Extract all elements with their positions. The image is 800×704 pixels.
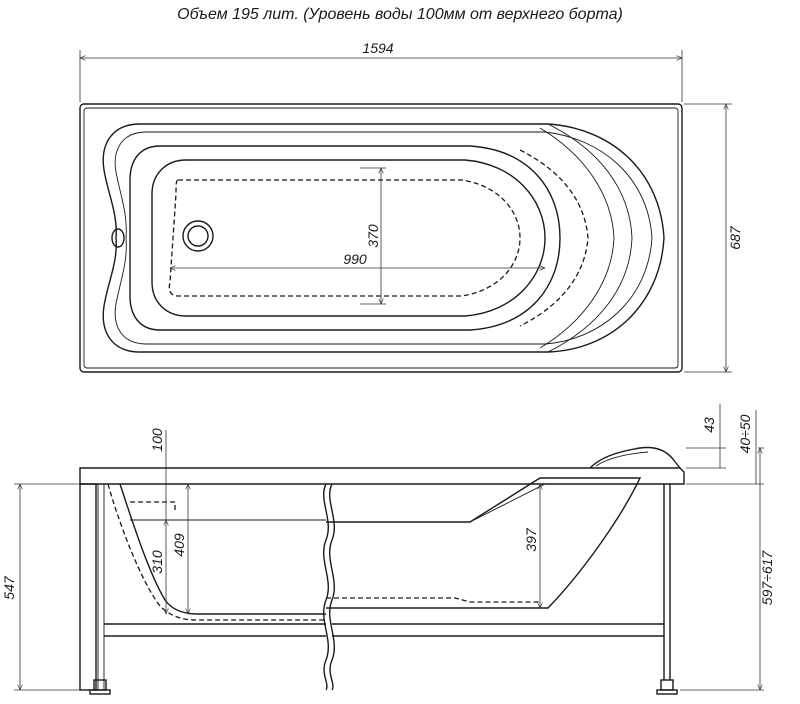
rim-contour	[102, 123, 665, 353]
bottom-dashed	[168, 179, 521, 297]
backrest-line-2	[539, 127, 615, 349]
dim-label-4050: 40÷50	[737, 414, 753, 453]
drawing-title: Объем 195 лит. (Уровень воды 100мм от ве…	[177, 6, 623, 23]
dim-label-310: 310	[149, 550, 165, 574]
overflow-icon	[111, 228, 125, 248]
dim-label-990: 990	[343, 251, 367, 267]
backrest-dashed	[519, 149, 589, 327]
shell-left	[119, 483, 326, 615]
side-rim	[79, 467, 685, 485]
overflow-dashed	[130, 501, 176, 512]
rim-contour-inner	[114, 131, 653, 345]
foot-right-icon	[660, 679, 674, 691]
dim-label-547: 547	[1, 575, 17, 600]
shell-right	[326, 477, 642, 609]
break-line-2	[328, 483, 336, 691]
dim-label-43: 43	[701, 417, 717, 433]
dim-label-687: 687	[727, 225, 743, 250]
shell-bottom-dashed	[326, 597, 540, 603]
bottom-contour	[151, 159, 546, 317]
side-view: 100 409 310 397 547 43 40÷50 597÷617	[1, 404, 775, 695]
dim-label-397: 397	[523, 527, 539, 552]
drain-icon	[182, 220, 214, 252]
foot-left-base-icon	[89, 689, 111, 695]
foot-right-base-icon	[656, 689, 678, 695]
dim-label-370: 370	[365, 224, 381, 248]
headrest	[589, 446, 681, 469]
backrest-line-1	[547, 123, 633, 353]
drain-inner-icon	[187, 225, 209, 247]
top-view: 370 990 1594 687	[80, 40, 743, 372]
shell-right-inner	[469, 483, 636, 523]
headrest-line	[595, 451, 649, 467]
dim-label-597: 597÷617	[759, 550, 775, 606]
break-line	[322, 483, 330, 691]
shell-left-dashed	[107, 483, 326, 621]
shelf-contour	[129, 145, 561, 331]
dim-label-1594: 1594	[362, 40, 393, 56]
dim-label-409: 409	[171, 533, 187, 557]
dim-label-100: 100	[149, 428, 165, 452]
front-panel-left	[79, 483, 97, 691]
outer-rim-inner-edge	[83, 107, 679, 369]
outer-rim	[79, 103, 683, 373]
